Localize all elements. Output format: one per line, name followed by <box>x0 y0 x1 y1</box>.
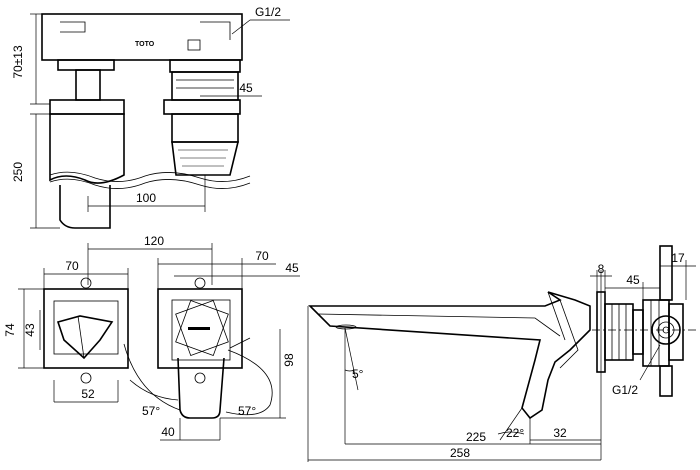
brand-mark: TOTO <box>135 41 155 48</box>
dim-overall-length: 258 <box>450 446 470 460</box>
dim-body-depth: 45 <box>626 273 640 287</box>
dim-right-angle: 57° <box>238 404 256 418</box>
dim-plate-height: 74 <box>3 323 17 337</box>
dim-wall-depth: 250 <box>11 162 25 182</box>
body-housing <box>41 13 243 61</box>
dim-handle-height: 43 <box>23 323 37 337</box>
dim-connector: 17 <box>671 251 685 265</box>
top-view: TOTO 70±13 250 45 <box>11 5 290 229</box>
dim-left-plate: 70 <box>65 259 79 273</box>
dim-height-adjust: 70±13 <box>11 45 25 79</box>
side-view: 8 45 17 G1/2 5° 22° 32 225 258 <box>307 245 698 462</box>
top-thread-label: G1/2 <box>255 5 281 19</box>
left-wall-plate <box>43 288 129 369</box>
dim-left-angle: 57° <box>142 404 160 418</box>
dim-reach: 225 <box>466 430 486 444</box>
dim-left-base: 52 <box>81 387 95 401</box>
spout-front <box>177 357 225 419</box>
dim-flange: 8 <box>598 262 605 276</box>
dim-spout-angle: 22° <box>506 426 524 440</box>
dim-tilt-angle: 5° <box>352 367 364 381</box>
front-view: 120 70 70 45 74 43 98 57° 57° 52 <box>3 234 300 441</box>
dim-overall-width: 120 <box>144 234 164 248</box>
right-cartridge <box>171 141 240 176</box>
side-thread-label: G1/2 <box>612 383 638 397</box>
dim-spout-width: 40 <box>161 425 175 439</box>
dim-offset: 32 <box>553 426 567 440</box>
dim-spout-reach: 98 <box>282 353 296 367</box>
side-spout <box>308 291 591 420</box>
dim-right-body: 45 <box>285 261 299 275</box>
handle-stem <box>75 69 101 101</box>
dim-right-plate: 70 <box>255 249 269 263</box>
right-wall-plate <box>157 288 243 369</box>
left-handle <box>56 315 114 360</box>
dim-center-distance: 100 <box>136 191 156 205</box>
dim-body-width: 45 <box>239 81 253 95</box>
left-cartridge <box>59 185 111 229</box>
